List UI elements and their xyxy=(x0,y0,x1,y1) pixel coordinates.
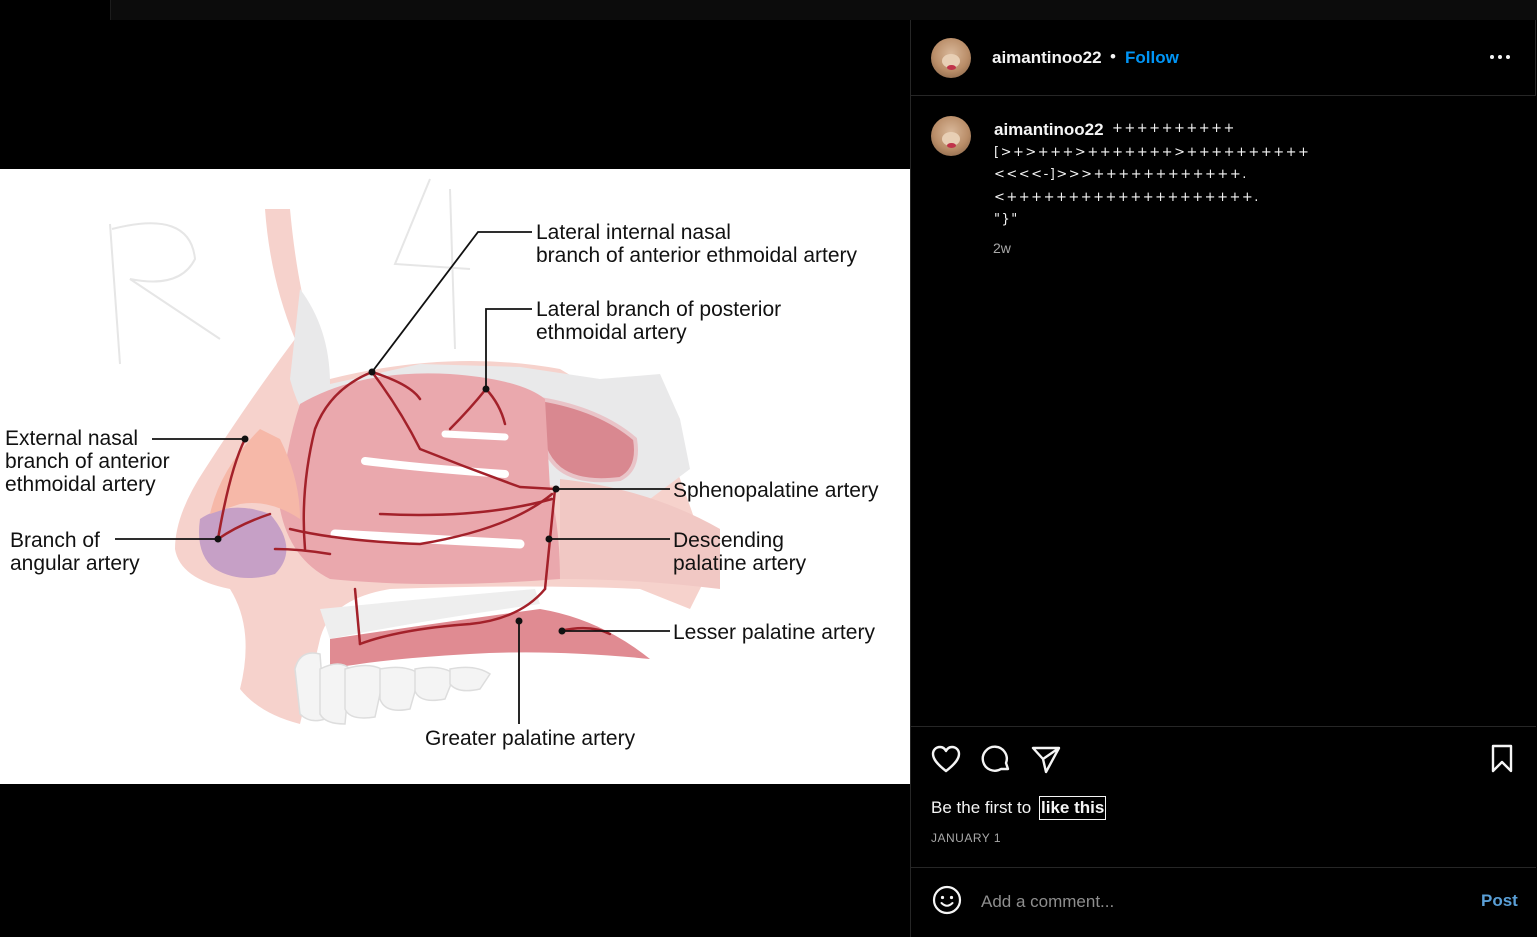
likes-text: Be the first to xyxy=(931,798,1032,817)
caption-line-2: <<<<-]>>>++++++++++++. xyxy=(994,167,1248,182)
header-separator: • xyxy=(1110,47,1116,66)
caption-timestamp[interactable]: 2w xyxy=(993,240,1011,256)
comment-icon[interactable] xyxy=(979,742,1013,776)
heart-icon[interactable] xyxy=(929,742,963,776)
watermark xyxy=(109,178,471,365)
header-username[interactable]: aimantinoo22 xyxy=(992,48,1102,67)
label-external-nasal-2: branch of anterior xyxy=(5,450,170,473)
caption-avatar[interactable] xyxy=(931,116,971,156)
hard-palate xyxy=(320,589,540,639)
label-angular-2: angular artery xyxy=(10,552,140,575)
label-angular-1: Branch of xyxy=(10,529,100,552)
label-lateral-internal-1: Lateral internal nasal xyxy=(536,221,731,244)
teeth xyxy=(294,652,492,725)
labels: Lateral internal nasal branch of anterio… xyxy=(5,221,879,750)
avatar[interactable] xyxy=(931,38,971,78)
pharynx xyxy=(560,479,720,589)
like-this-link[interactable]: like this xyxy=(1039,796,1107,820)
post-media: Lateral internal nasal branch of anterio… xyxy=(0,20,910,937)
label-greater-palatine: Greater palatine artery xyxy=(425,727,636,750)
comment-input[interactable] xyxy=(981,889,1461,915)
emoji-icon[interactable] xyxy=(931,884,965,918)
oral-cavity xyxy=(330,609,650,669)
label-external-nasal-3: ethmoidal artery xyxy=(5,473,156,496)
label-lateral-internal-2: branch of anterior ethmoidal artery xyxy=(536,244,857,267)
caption-line-3: <++++++++++++++++++++. xyxy=(994,190,1260,205)
actions-divider xyxy=(911,726,1536,727)
label-descending-1: Descending xyxy=(673,529,784,552)
arteries xyxy=(216,370,612,646)
anatomy-illustration: Lateral internal nasal branch of anterio… xyxy=(5,178,879,750)
caption-line-first: ++++++++++ xyxy=(1112,121,1236,136)
post-header: aimantinoo22 • Follow xyxy=(911,20,1536,96)
caption-username[interactable]: aimantinoo22 xyxy=(994,120,1104,139)
send-icon[interactable] xyxy=(1029,742,1063,776)
post-comment-button[interactable]: Post xyxy=(1481,891,1518,910)
post-panel: aimantinoo22 • Follow aimantinoo22 +++++… xyxy=(910,20,1536,937)
top-bar xyxy=(0,0,1537,20)
label-lateral-posterior-1: Lateral branch of posterior xyxy=(536,298,781,321)
caption-line-1: [>+>+++>+++++++>++++++++++ xyxy=(994,145,1311,160)
caption-line-4: "}" xyxy=(994,212,1019,227)
more-horizontal-icon[interactable] xyxy=(1485,45,1515,69)
bookmark-icon[interactable] xyxy=(1485,742,1519,776)
middle-turbinate xyxy=(361,457,509,478)
leader-lines xyxy=(115,231,670,724)
leader-dots xyxy=(214,368,566,635)
follow-button[interactable]: Follow xyxy=(1125,48,1179,67)
superior-turbinate xyxy=(441,430,509,441)
comment-divider xyxy=(911,867,1536,868)
post-image[interactable]: Lateral internal nasal branch of anterio… xyxy=(0,169,910,784)
label-lesser-palatine: Lesser palatine artery xyxy=(673,621,875,644)
label-sphenopalatine: Sphenopalatine artery xyxy=(673,479,879,502)
alar-cartilage xyxy=(210,429,300,519)
post-date[interactable]: JANUARY 1 xyxy=(931,831,1002,845)
inferior-turbinate xyxy=(330,529,525,549)
label-descending-2: palatine artery xyxy=(673,552,807,575)
label-external-nasal-1: External nasal xyxy=(5,427,138,450)
label-lateral-posterior-2: ethmoidal artery xyxy=(536,321,687,344)
